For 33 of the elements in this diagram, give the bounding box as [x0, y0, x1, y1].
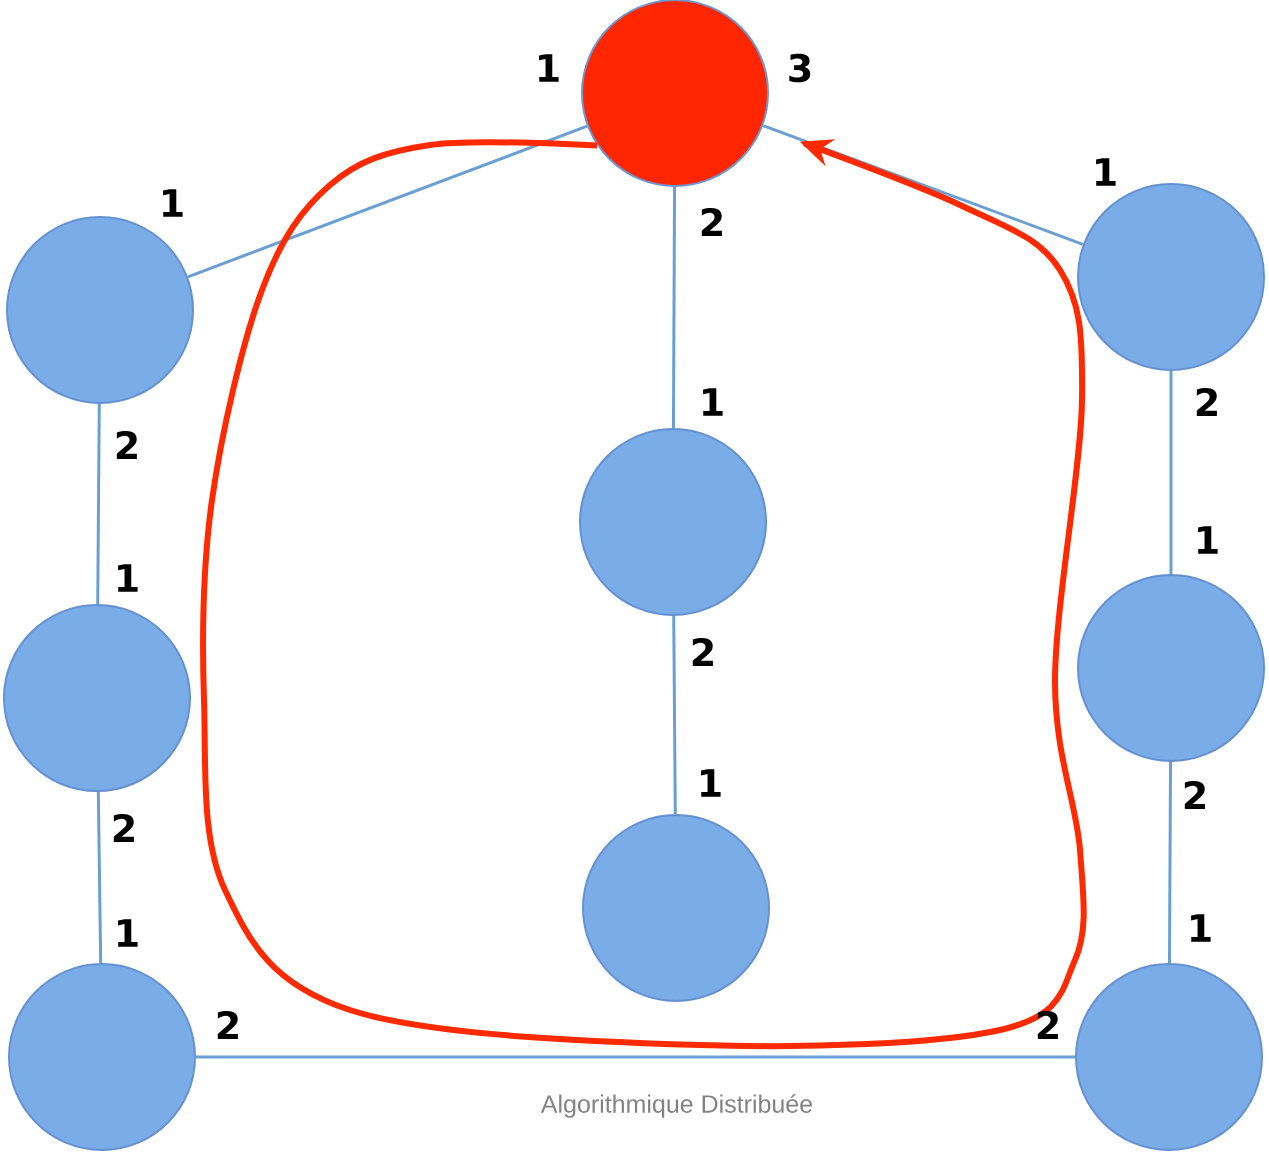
port-number: 1 — [1191, 914, 1211, 942]
port-number: 2 — [116, 430, 137, 460]
port-number: 2 — [217, 1010, 238, 1040]
port-number: 2 — [1037, 1010, 1058, 1040]
port-number: 2 — [1196, 387, 1217, 417]
port-number: 2 — [113, 813, 134, 843]
node-circle — [582, 814, 770, 1002]
edge-line — [187, 124, 588, 279]
edge-line — [196, 1055, 1075, 1059]
port-number: 1 — [1198, 526, 1218, 554]
edge-line — [1168, 762, 1173, 964]
edge-line — [672, 616, 677, 815]
node-circle — [579, 428, 767, 616]
edge-line — [1169, 371, 1173, 574]
node-circle — [8, 963, 196, 1151]
caption: Algorithmique Distribuée — [540, 1094, 812, 1118]
edge-line — [671, 187, 677, 428]
port-number: 1 — [703, 388, 723, 416]
node-circle — [6, 216, 194, 404]
port-number: 2 — [692, 637, 713, 667]
node-circle — [1075, 963, 1263, 1151]
port-number: 2 — [701, 207, 722, 237]
edge-line — [96, 791, 103, 964]
port-number: 2 — [1184, 780, 1205, 810]
port-number: 1 — [118, 564, 138, 592]
node-circle — [1077, 574, 1265, 762]
port-number: 1 — [701, 769, 721, 797]
traversal-arrow — [200, 139, 1087, 1050]
edge-line — [96, 404, 101, 605]
edge-line — [762, 124, 1084, 246]
port-number: 1 — [1096, 158, 1116, 186]
port-number: 1 — [118, 919, 138, 947]
node-circle — [3, 604, 191, 792]
